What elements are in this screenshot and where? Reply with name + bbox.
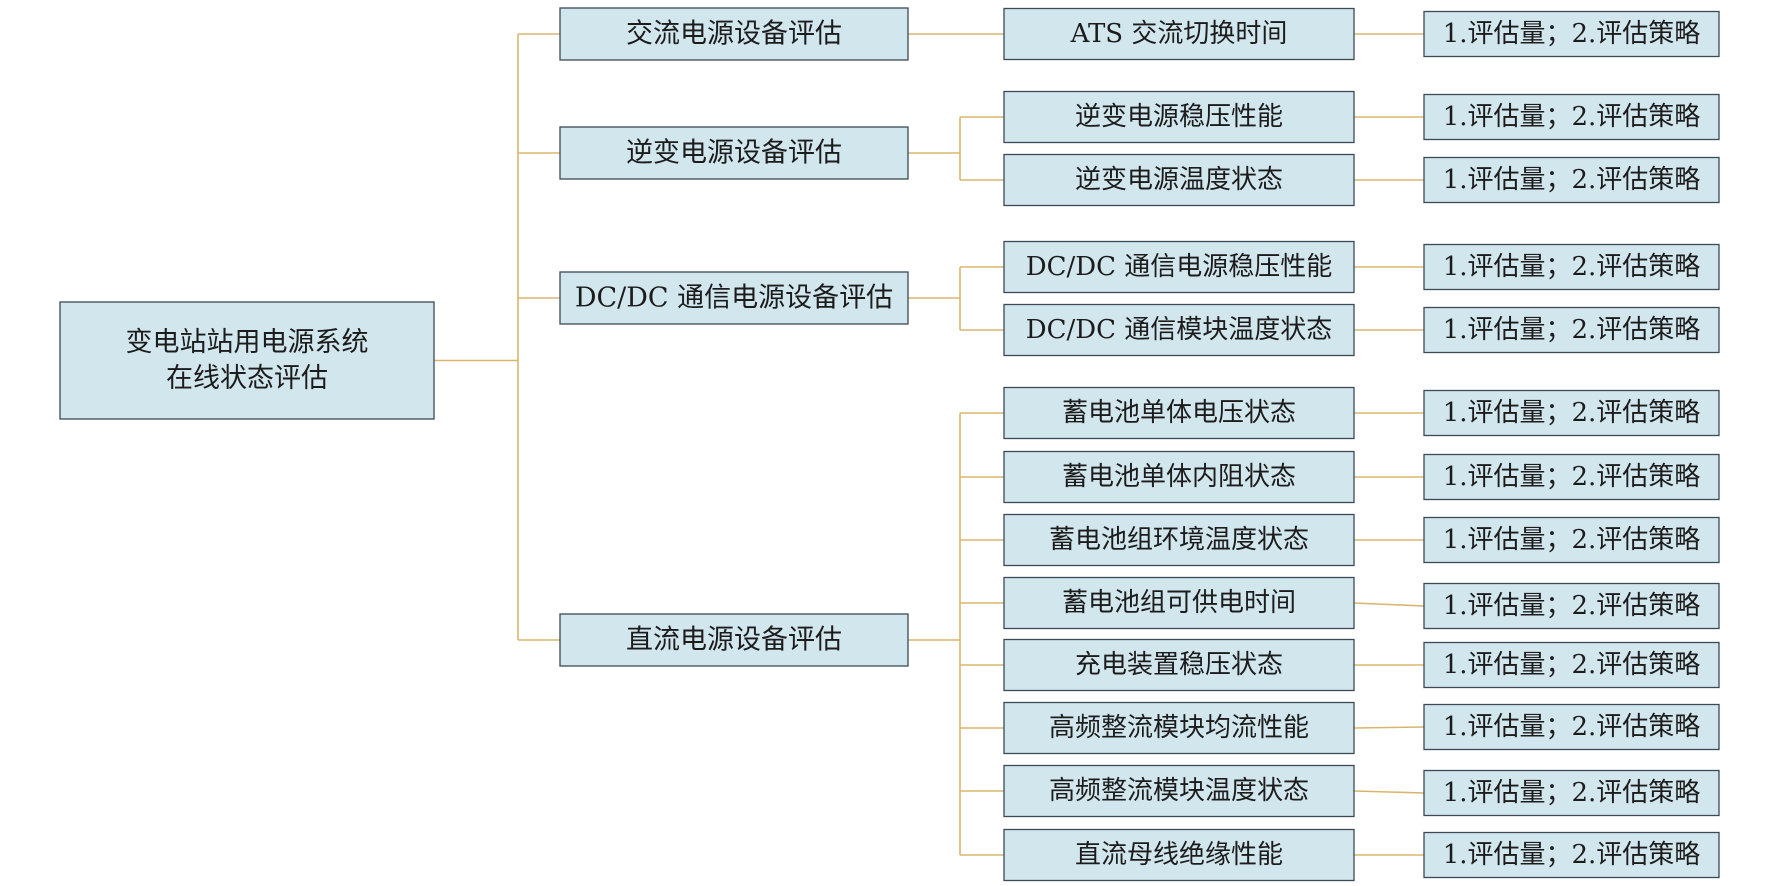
strategy-box <box>1423 243 1720 291</box>
item-box <box>1003 638 1355 692</box>
category-label: 直流电源设备评估 <box>626 625 842 656</box>
strategy-label: 1.评估量；2.评估策略 <box>1443 102 1701 132</box>
strategy-box <box>1423 641 1720 689</box>
strategy-box <box>1423 831 1720 879</box>
item-box <box>1003 303 1355 357</box>
item-label: 直流母线绝缘性能 <box>1075 840 1283 870</box>
root-node-line-1: 变电站站用电源系统 <box>126 327 369 358</box>
root-node-box <box>59 301 435 420</box>
connector-lines <box>434 33 1425 856</box>
item-box <box>1003 764 1355 818</box>
strategy-box <box>1423 453 1720 501</box>
strategy-label: 1.评估量；2.评估策略 <box>1443 525 1701 555</box>
strategy-label: 1.评估量；2.评估策略 <box>1443 398 1701 428</box>
category-label: 交流电源设备评估 <box>626 19 842 50</box>
item-box <box>1003 90 1355 144</box>
strategy-box <box>1423 703 1720 751</box>
item-label: 蓄电池组可供电时间 <box>1062 588 1296 618</box>
item-label: 高频整流模块均流性能 <box>1049 713 1309 743</box>
strategy-label: 1.评估量；2.评估策略 <box>1443 778 1701 808</box>
strategy-box <box>1423 582 1720 630</box>
strategy-label: 1.评估量；2.评估策略 <box>1443 840 1701 870</box>
item-label: 蓄电池单体电压状态 <box>1062 398 1296 428</box>
strategy-label: 1.评估量；2.评估策略 <box>1443 462 1701 492</box>
strategy-label: 1.评估量；2.评估策略 <box>1443 19 1701 49</box>
strategy-connector <box>1353 790 1425 794</box>
item-box <box>1003 7 1355 61</box>
item-box <box>1003 153 1355 207</box>
item-label: DC/DC 通信电源稳压性能 <box>1026 252 1333 282</box>
category-box <box>559 126 909 180</box>
strategy-label: 1.评估量；2.评估策略 <box>1443 712 1701 742</box>
strategy-box <box>1423 10 1720 58</box>
item-box <box>1003 513 1355 567</box>
strategy-label: 1.评估量；2.评估策略 <box>1443 650 1701 680</box>
strategy-connector <box>1353 726 1425 729</box>
category-box <box>559 7 909 61</box>
strategy-box <box>1423 306 1720 354</box>
strategy-box <box>1423 156 1720 204</box>
item-box <box>1003 240 1355 294</box>
category-label: DC/DC 通信电源设备评估 <box>575 283 893 314</box>
item-label: DC/DC 通信模块温度状态 <box>1026 315 1333 345</box>
item-box <box>1003 828 1355 882</box>
strategy-label: 1.评估量；2.评估策略 <box>1443 252 1701 282</box>
item-box <box>1003 576 1355 630</box>
item-box <box>1003 386 1355 440</box>
item-label: ATS 交流切换时间 <box>1070 19 1288 49</box>
item-box <box>1003 701 1355 755</box>
root-node-line-2: 在线状态评估 <box>166 363 328 394</box>
category-label: 逆变电源设备评估 <box>626 138 842 169</box>
strategy-box <box>1423 93 1720 141</box>
item-label: 逆变电源温度状态 <box>1075 165 1283 195</box>
strategy-label: 1.评估量；2.评估策略 <box>1443 591 1701 621</box>
item-box <box>1003 450 1355 504</box>
category-box <box>559 271 909 325</box>
strategy-label: 1.评估量；2.评估策略 <box>1443 315 1701 345</box>
item-label: 逆变电源稳压性能 <box>1075 102 1283 132</box>
strategy-box <box>1423 516 1720 564</box>
strategy-connector <box>1353 602 1425 607</box>
strategy-box <box>1423 769 1720 817</box>
strategy-box <box>1423 389 1720 437</box>
item-label: 蓄电池单体内阻状态 <box>1062 462 1296 492</box>
item-label: 高频整流模块温度状态 <box>1049 776 1309 806</box>
strategy-label: 1.评估量；2.评估策略 <box>1443 165 1701 195</box>
item-label: 充电装置稳压状态 <box>1075 650 1283 680</box>
item-label: 蓄电池组环境温度状态 <box>1049 525 1309 555</box>
category-box <box>559 613 909 667</box>
